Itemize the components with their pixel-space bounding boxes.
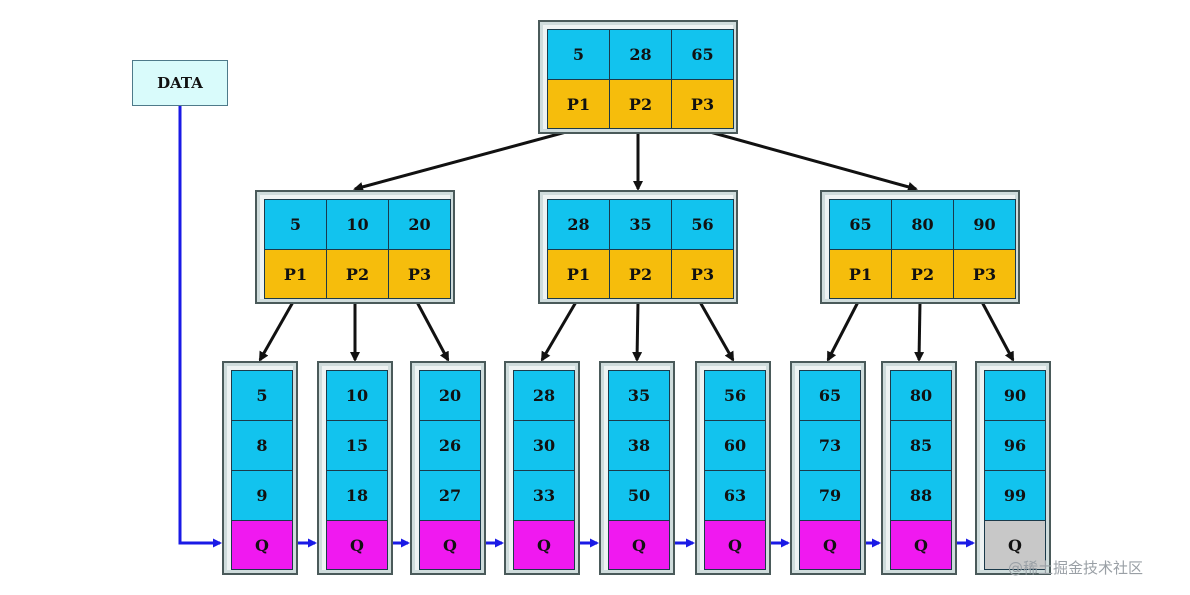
leaf-key-cell: 28 (513, 370, 575, 421)
tree-arrow (709, 130, 918, 192)
key-cell: 65 (829, 199, 892, 250)
tree-arrow (698, 301, 735, 362)
data-pointer-arrow (178, 106, 222, 548)
leaf-chain (178, 106, 975, 548)
leaf-key-cell: 60 (704, 420, 766, 471)
leaf-key-cell: 65 (799, 370, 861, 421)
key-cell: 90 (953, 199, 1016, 250)
tree-arrow (914, 301, 925, 362)
tree-arrow (540, 301, 578, 362)
tree-arrow (353, 130, 567, 192)
leaf-key-cell: 15 (326, 420, 388, 471)
tree-arrow (632, 301, 643, 362)
leaf-link-cell: Q (704, 520, 766, 570)
key-cell: 5 (264, 199, 327, 250)
leaf-key-cell: 80 (890, 370, 952, 421)
leaf-link-cell: Q (608, 520, 670, 570)
pointer-cell: P2 (891, 249, 954, 299)
leaf-key-cell: 18 (326, 470, 388, 521)
key-cell: 10 (326, 199, 389, 250)
key-cell: 5 (547, 29, 610, 80)
pointer-cell: P3 (388, 249, 451, 299)
pointer-cell: P1 (547, 79, 610, 129)
tree-arrow (415, 301, 450, 362)
key-cell: 56 (671, 199, 734, 250)
leaf-key-cell: 96 (984, 420, 1046, 471)
key-cell: 28 (609, 29, 672, 80)
leaf-link-cell: Q (326, 520, 388, 570)
leaf-key-cell: 90 (984, 370, 1046, 421)
pointer-cell: P2 (609, 249, 672, 299)
key-cell: 20 (388, 199, 451, 250)
tree-arrow (980, 301, 1015, 362)
leaf-key-cell: 26 (419, 420, 481, 471)
leaf-link-cell: Q (799, 520, 861, 570)
leaf-link-cell: Q (231, 520, 293, 570)
pointer-cell: P1 (264, 249, 327, 299)
leaf-key-cell: 33 (513, 470, 575, 521)
pointer-cell: P2 (326, 249, 389, 299)
key-cell: 80 (891, 199, 954, 250)
pointer-cell: P3 (953, 249, 1016, 299)
pointer-cell: P3 (671, 79, 734, 129)
leaf-key-cell: 10 (326, 370, 388, 421)
leaf-key-cell: 27 (419, 470, 481, 521)
leaf-key-cell: 79 (799, 470, 861, 521)
leaf-key-cell: 35 (608, 370, 670, 421)
tree-arrow (826, 301, 860, 362)
tree-edges (258, 130, 1015, 362)
pointer-cell: P1 (829, 249, 892, 299)
leaf-key-cell: 73 (799, 420, 861, 471)
leaf-key-cell: 85 (890, 420, 952, 471)
pointer-cell: P3 (671, 249, 734, 299)
tree-arrow (258, 301, 295, 362)
leaf-key-cell: 5 (231, 370, 293, 421)
watermark: @稀土掘金技术社区 (1008, 559, 1144, 577)
key-cell: 28 (547, 199, 610, 250)
leaf-key-cell: 50 (608, 470, 670, 521)
leaf-key-cell: 9 (231, 470, 293, 521)
leaf-link-cell: Q (890, 520, 952, 570)
leaf-key-cell: 88 (890, 470, 952, 521)
leaf-key-cell: 8 (231, 420, 293, 471)
leaf-key-cell: 56 (704, 370, 766, 421)
pointer-cell: P1 (547, 249, 610, 299)
leaf-key-cell: 38 (608, 420, 670, 471)
data-entry-box: DATA (132, 60, 228, 106)
pointer-cell: P2 (609, 79, 672, 129)
leaf-key-cell: 20 (419, 370, 481, 421)
leaf-link-cell: Q (984, 520, 1046, 570)
leaf-key-cell: 30 (513, 420, 575, 471)
leaf-link-cell: Q (513, 520, 575, 570)
leaf-key-cell: 63 (704, 470, 766, 521)
leaf-link-cell: Q (419, 520, 481, 570)
leaf-key-cell: 99 (984, 470, 1046, 521)
key-cell: 35 (609, 199, 672, 250)
key-cell: 65 (671, 29, 734, 80)
